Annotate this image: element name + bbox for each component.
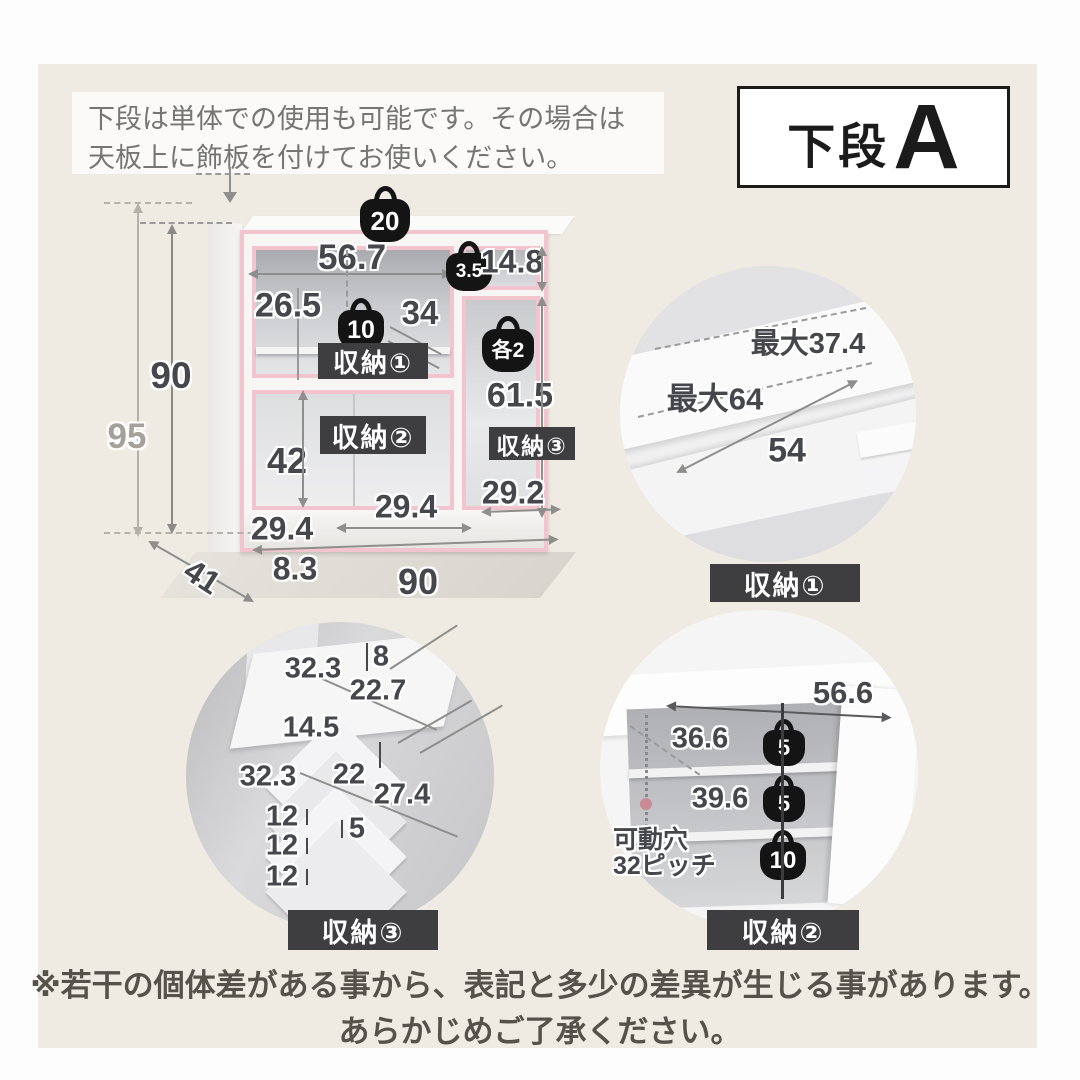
usage-note-line2-post: を付けてお使いください。 [250, 143, 574, 174]
dim-drawer-width-bottom: 32.3 [239, 760, 297, 793]
disclaimer-line2: あらかじめご了承ください。 [338, 1014, 742, 1049]
load-weight-shelf2: 5 [763, 786, 805, 822]
dim-extension-line [104, 532, 264, 534]
dim-line-flap-height [537, 246, 547, 292]
storage1-photo-caption: 収納① [710, 564, 860, 602]
storage2-photo-caption: 収納② [707, 910, 859, 950]
load-weight-icon: 5 [763, 719, 805, 766]
hole-pitch-note-line1: 可動穴 [613, 826, 689, 854]
dim-tick [306, 869, 308, 885]
dim-drawer-depth-top: 22.7 [349, 674, 407, 707]
dim-shelf-width: 56.6 [812, 675, 874, 710]
section-badge: 下段 A [737, 86, 1010, 188]
usage-note-keyword: 飾板 [196, 143, 250, 176]
storage2-photo [600, 610, 918, 928]
load-weight-drawers: 各2 [482, 329, 534, 372]
storage1-photo [620, 266, 916, 562]
dim-right-width: 29.2 [481, 474, 545, 511]
photo-shape [827, 685, 918, 909]
cabinet-side-face [208, 220, 242, 556]
disclaimer-line1: ※若干の個体差がある事から、表記と多少の差異が生じる事があります。 [30, 968, 1050, 1003]
dim-line [379, 742, 381, 768]
note-pointer-arrowhead-icon [223, 192, 237, 203]
dim-shelf1-height: 36.6 [671, 722, 729, 755]
load-weight-icon: 20 [360, 186, 410, 242]
shelf-pin-holes [645, 715, 648, 840]
weight-handle-icon [350, 298, 372, 314]
dim-line-right-height [537, 296, 547, 518]
dim-max-width: 最大37.4 [750, 328, 866, 360]
dim-door-height: 42 [266, 440, 308, 481]
section-badge-letter: A [893, 86, 960, 188]
load-weight-top: 20 [360, 199, 410, 242]
storage3-label: 収納③ [489, 427, 575, 460]
dim-extension-line [104, 202, 192, 204]
load-weight-icon: 5 [763, 775, 805, 822]
dim-right-height: 61.5 [486, 376, 554, 415]
usage-note-line1: 下段は単体での使用も可能です。その場合は [88, 104, 626, 134]
dim-door-width: 29.4 [374, 488, 438, 525]
dim-top-depth: 34 [401, 294, 439, 331]
dim-tick [366, 643, 368, 671]
dim-inner-width: 54 [768, 431, 806, 470]
usage-note-line2-pre: 天板上に [88, 143, 196, 174]
dim-drawer-pitch2: 12 [265, 829, 299, 862]
dim-line-body-height [167, 224, 177, 534]
dim-drawer-lip: 8 [372, 640, 390, 673]
weight-handle-icon [458, 241, 480, 256]
dim-flap-height: 14.8 [480, 243, 544, 280]
weight-handle-icon [373, 186, 397, 203]
dim-tick [306, 809, 308, 825]
load-weight-icon: 3.5 [446, 241, 492, 291]
dim-base-height: 8.3 [272, 550, 318, 587]
usage-note: 下段は単体での使用も可能です。その場合は 天板上に飾板を付けてお使いください。 [72, 92, 664, 176]
load-weight-shelf1: 5 [763, 730, 805, 766]
dim-drawer-small: 5 [348, 812, 366, 845]
hole-pitch-note-line2: 32ピッチ [613, 852, 716, 880]
section-badge-title: 下段 [787, 121, 890, 174]
dim-width: 90 [397, 561, 439, 602]
load-weight-icon: 各2 [482, 316, 534, 372]
dim-drawer-height: 14.5 [282, 711, 340, 744]
dim-tick [341, 820, 343, 838]
weight-handle-icon [774, 719, 794, 734]
note-pointer-line [229, 167, 231, 193]
dim-line-door-width [336, 523, 472, 533]
dim-line-vertical [781, 703, 784, 899]
storage3-photo [186, 622, 494, 930]
dim-top-inner-height: 26.5 [254, 286, 322, 325]
storage1-label: 収納① [318, 343, 428, 379]
dim-left-width: 29.4 [250, 510, 314, 547]
cam-lock-dot [640, 798, 652, 810]
dim-top-inner-width: 56.7 [317, 238, 387, 277]
dim-line-door-height [298, 390, 308, 508]
storage3-photo-caption: 収納③ [288, 910, 438, 950]
dim-total-height: 95 [107, 417, 147, 456]
dim-tick [306, 838, 308, 854]
load-weight-flap: 3.5 [446, 252, 492, 291]
dim-drawer-pitch1: 12 [265, 800, 299, 833]
dim-shelf2-height: 39.6 [691, 782, 749, 815]
weight-handle-icon [774, 775, 794, 790]
dim-drawer-pitch3: 12 [265, 860, 299, 893]
dim-body-height: 90 [150, 355, 192, 396]
dim-max-depth: 最大64 [666, 381, 764, 417]
weight-handle-icon [496, 316, 520, 333]
dim-line-top-height [297, 288, 299, 380]
dim-drawer-depth-mid: 22 [332, 758, 366, 791]
dim-drawer-width-top: 32.3 [284, 652, 342, 685]
dim-drawer-depth-bottom: 27.4 [373, 778, 431, 811]
dim-line-total-height [133, 203, 143, 537]
storage2-label: 収納② [320, 416, 426, 454]
dim-extension-line [140, 222, 232, 224]
